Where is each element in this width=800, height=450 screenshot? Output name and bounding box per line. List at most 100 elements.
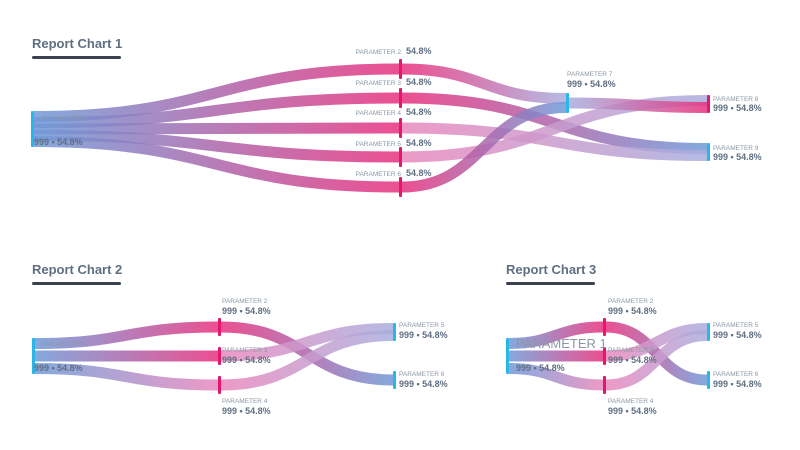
chart-2-node-bar-parameter-5[interactable] (393, 323, 396, 341)
chart-3-label-parameter-6: PARAMETER 6 (713, 371, 759, 378)
chart-1-node-bar-parameter-7[interactable] (566, 93, 569, 113)
chart-1-link-p1-to-p5[interactable] (33, 129, 400, 163)
chart-3-value-parameter-6: 999 • 54.8% (713, 379, 762, 389)
chart-2-label-parameter-6: PARAMETER 6 (399, 371, 445, 378)
chart-1-value-parameter-3: 54.8% (406, 77, 432, 87)
chart-2-label-parameter-2: PARAMETER 2 (222, 298, 268, 305)
chart-3-node-bar-parameter-2[interactable] (603, 318, 606, 336)
chart-2-node-labels: PARAMETER 1 999 • 54.8% PARAMETER 2 999 … (34, 298, 448, 416)
chart-2-link-p2-to-p6[interactable] (220, 321, 394, 386)
chart-3-node-bar-parameter-3[interactable] (603, 347, 606, 365)
chart-1-node-bar-parameter-1[interactable] (31, 111, 34, 147)
chart-3-node-bar-parameter-6[interactable] (707, 371, 710, 389)
chart-1-nodes (31, 59, 710, 197)
chart-1-label-parameter-9: PARAMETER 9 (713, 145, 759, 152)
chart-2-node-bar-parameter-4[interactable] (218, 376, 221, 394)
chart-2-value-parameter-1: 999 • 54.8% (34, 363, 83, 373)
chart-1-title-underline (32, 56, 121, 59)
chart-2-node-bar-parameter-6[interactable] (393, 371, 396, 389)
chart-1-value-parameter-7: 999 • 54.8% (567, 79, 616, 89)
chart-1-node-bar-parameter-8[interactable] (707, 95, 710, 113)
chart-3-title-underline (506, 282, 595, 285)
chart-2-nodes (32, 318, 396, 394)
chart-1-links (33, 63, 708, 193)
chart-3-value-parameter-3: 999 • 54.8% (608, 355, 657, 365)
chart-2-node-bar-parameter-3[interactable] (218, 347, 221, 365)
chart-3-link-p4-to-p5[interactable] (605, 330, 708, 391)
chart-1-link-p1-to-p2[interactable] (33, 63, 400, 122)
chart-1-node-bar-parameter-6[interactable] (399, 177, 402, 197)
chart-1-link-p1-to-p4[interactable] (33, 122, 400, 135)
chart-3-nodes (506, 318, 710, 394)
chart-3-value-parameter-2: 999 • 54.8% (608, 306, 657, 316)
report-chart-2: Report Chart 2 PARAMETER 1 999 • 54.8% P… (32, 262, 448, 416)
chart-2-link-p1-to-p4[interactable] (34, 363, 219, 391)
chart-1-value-parameter-2: 54.8% (406, 46, 432, 56)
chart-1-title: Report Chart 1 (32, 36, 122, 51)
report-chart-1: Report Chart 1 PARAMETER 1 999 • 54.8% P… (31, 36, 762, 197)
chart-3-title: Report Chart 3 (506, 262, 596, 277)
chart-1-link-p1-to-p3[interactable] (33, 92, 400, 129)
chart-3-label-parameter-1: PARAMETER 1 (516, 336, 607, 351)
chart-3-link-p1-to-p2[interactable] (508, 321, 604, 349)
chart-3-value-parameter-5: 999 • 54.8% (713, 330, 762, 340)
chart-3-links (508, 321, 708, 391)
chart-3-link-p1-to-p4[interactable] (508, 363, 604, 391)
chart-1-node-bar-parameter-5[interactable] (399, 147, 402, 167)
chart-2-link-p4-to-p5[interactable] (220, 330, 394, 391)
chart-2-label-parameter-3: PARAMETER 3 (222, 347, 268, 354)
chart-1-label-parameter-1: PARAMETER 1 (42, 115, 88, 122)
chart-2-label-parameter-1: PARAMETER 1 (42, 341, 88, 348)
chart-3-node-bar-parameter-1[interactable] (506, 338, 509, 374)
chart-2-title: Report Chart 2 (32, 262, 122, 277)
chart-3-link-p3-to-p5[interactable] (605, 323, 708, 362)
chart-2-node-bar-parameter-1[interactable] (32, 338, 35, 374)
chart-2-label-parameter-4: PARAMETER 4 (222, 398, 268, 405)
chart-1-label-parameter-7: PARAMETER 7 (567, 71, 613, 78)
chart-1-node-bar-parameter-4[interactable] (399, 118, 402, 138)
chart-3-label-parameter-5: PARAMETER 5 (713, 322, 759, 329)
chart-1-value-parameter-6: 54.8% (406, 168, 432, 178)
chart-2-title-underline (32, 282, 121, 285)
chart-2-value-parameter-6: 999 • 54.8% (399, 379, 448, 389)
chart-3-value-parameter-1: 999 • 54.8% (516, 363, 565, 373)
chart-1-link-p7-to-p8[interactable] (568, 97, 708, 113)
chart-3-label-parameter-2: PARAMETER 2 (608, 298, 654, 305)
chart-3-node-labels: PARAMETER 1 999 • 54.8% PARAMETER 2 999 … (516, 298, 762, 416)
chart-3-label-parameter-4: PARAMETER 4 (608, 398, 654, 405)
report-chart-3: Report Chart 3 PARAMETER 1 999 • 54.8% P… (506, 262, 762, 416)
chart-2-links (34, 321, 394, 391)
chart-1-node-labels: PARAMETER 1 999 • 54.8% PARAMETER 2 54.8… (34, 46, 762, 178)
chart-1-label-parameter-2: PARAMETER 2 (356, 49, 402, 56)
chart-2-value-parameter-5: 999 • 54.8% (399, 330, 448, 340)
chart-1-label-parameter-5: PARAMETER 5 (356, 141, 402, 148)
chart-3-node-bar-parameter-5[interactable] (707, 323, 710, 341)
chart-2-value-parameter-2: 999 • 54.8% (222, 306, 271, 316)
chart-1-link-p1-to-p6[interactable] (33, 136, 400, 193)
chart-2-label-parameter-5: PARAMETER 5 (399, 322, 445, 329)
chart-2-value-parameter-3: 999 • 54.8% (222, 355, 271, 365)
chart-1-node-bar-parameter-2[interactable] (399, 59, 402, 79)
chart-1-value-parameter-1: 999 • 54.8% (34, 137, 83, 147)
chart-1-value-parameter-8: 999 • 54.8% (713, 103, 762, 113)
chart-1-link-p2-to-p7[interactable] (401, 63, 567, 104)
chart-1-link-p4-to-p9[interactable] (401, 122, 708, 161)
chart-1-link-p6-to-p7[interactable] (401, 102, 567, 193)
chart-1-label-parameter-3: PARAMETER 3 (356, 80, 402, 87)
chart-1-node-bar-parameter-9[interactable] (707, 143, 710, 161)
chart-3-node-bar-parameter-4[interactable] (603, 376, 606, 394)
chart-2-link-p1-to-p2[interactable] (34, 321, 219, 349)
chart-2-node-bar-parameter-2[interactable] (218, 318, 221, 336)
chart-2-value-parameter-4: 999 • 54.8% (222, 406, 271, 416)
chart-2-link-p3-to-p5[interactable] (220, 323, 394, 362)
chart-1-label-parameter-6: PARAMETER 6 (356, 171, 402, 178)
chart-1-value-parameter-4: 54.8% (406, 107, 432, 117)
chart-3-value-parameter-4: 999 • 54.8% (608, 406, 657, 416)
chart-1-label-parameter-8: PARAMETER 8 (713, 96, 759, 103)
chart-1-value-parameter-9: 999 • 54.8% (713, 152, 762, 162)
chart-1-node-bar-parameter-3[interactable] (399, 88, 402, 108)
chart-1-value-parameter-5: 54.8% (406, 138, 432, 148)
chart-3-label-parameter-3: PARAMETER 3 (608, 347, 654, 354)
chart-1-label-parameter-4: PARAMETER 4 (356, 110, 402, 117)
